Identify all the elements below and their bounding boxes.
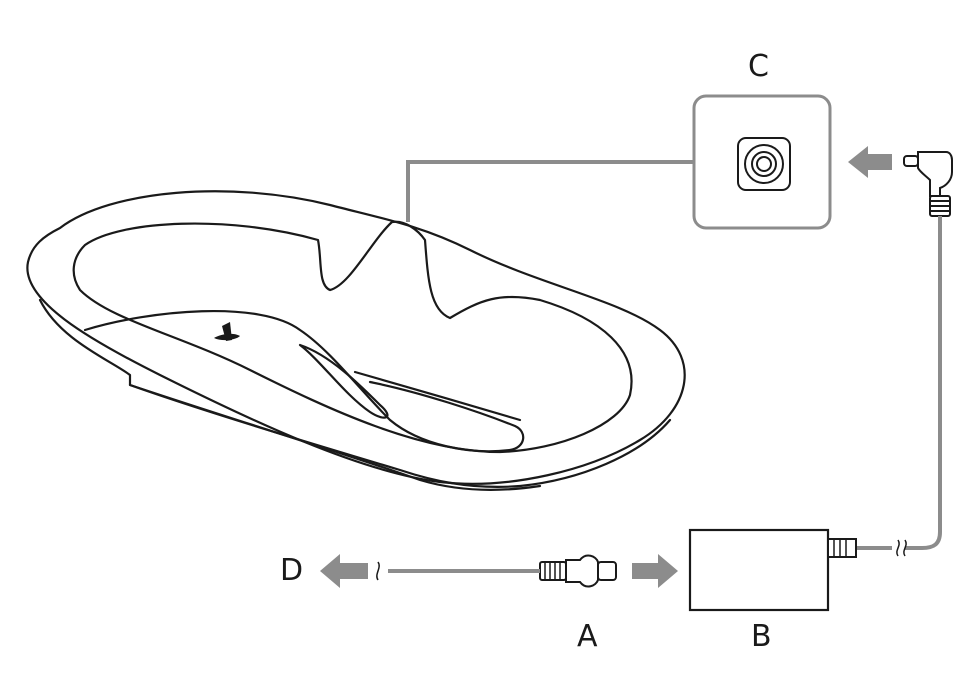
dc-plug-tip (903, 155, 919, 167)
label-a: A (577, 619, 598, 654)
charging-station-slot (353, 370, 522, 422)
label-c: C (748, 49, 769, 84)
arrow-into-adaptor (632, 554, 678, 588)
dc-cable (905, 216, 942, 550)
dc-cable-break (896, 539, 907, 557)
station-to-port-cable (406, 160, 694, 222)
charging-station-outer-rim (26, 190, 686, 485)
arrow-into-port (848, 146, 892, 178)
charging-station-base-edge (128, 383, 542, 492)
dc-plug-body (917, 151, 953, 197)
ac-plug-body (565, 554, 599, 588)
dc-in-port-ring-outer (744, 144, 784, 184)
playstation-logo (214, 322, 240, 341)
dc-in-port-ring-middle (751, 151, 777, 177)
dc-plug (903, 151, 953, 217)
label-b: B (751, 619, 772, 654)
dc-in-port-detail (692, 94, 832, 230)
arrow-to-outlet (320, 554, 368, 588)
label-d: D (280, 553, 304, 588)
ac-plug-strain-relief (539, 561, 567, 581)
charging-station-base (38, 298, 672, 488)
ac-adaptor (688, 528, 857, 612)
charging-station-inner-rim (72, 220, 633, 454)
ac-plug-connector (597, 561, 617, 581)
ac-adaptor-cable-sleeve (827, 538, 857, 558)
charging-station-slot-inner (298, 343, 389, 419)
ac-power-cord-break (376, 561, 380, 581)
dc-in-port-ring-inner (756, 156, 772, 172)
charging-station-center-hump (83, 309, 525, 453)
ac-adaptor-body (688, 528, 830, 612)
charging-station (26, 190, 686, 492)
ac-power-cord-plug (539, 554, 617, 588)
